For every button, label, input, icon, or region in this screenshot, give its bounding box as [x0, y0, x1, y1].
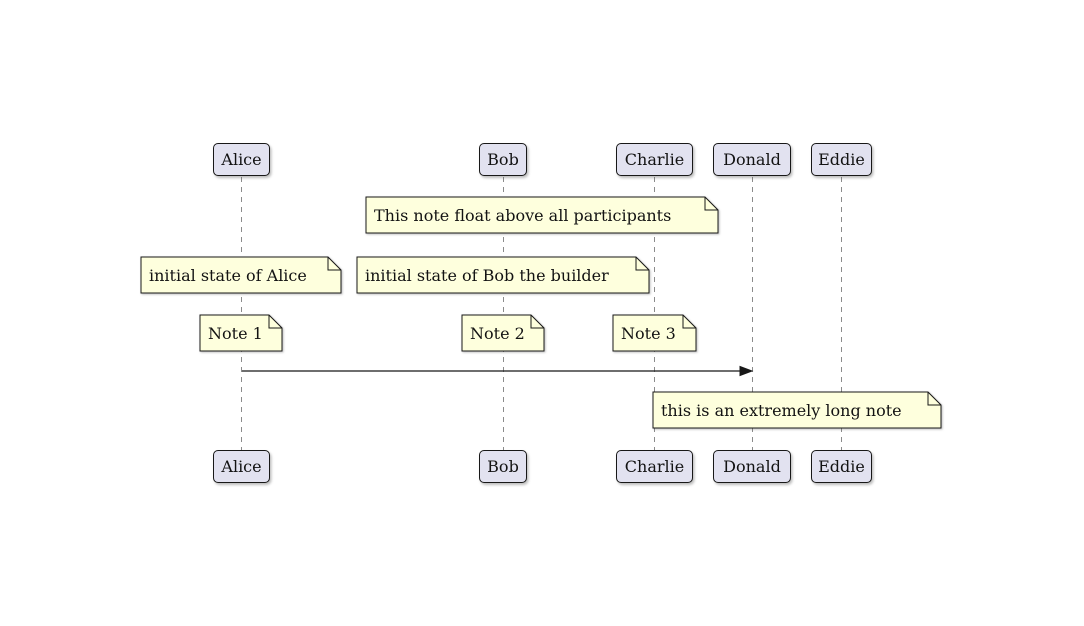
note-initial-bob: initial state of Bob the builder — [356, 256, 650, 294]
participant-alice-bottom: Alice — [213, 450, 270, 483]
participant-bob-top: Bob — [479, 143, 527, 176]
participant-eddie-bottom: Eddie — [811, 450, 872, 483]
participant-label: Eddie — [818, 457, 865, 476]
participant-label: Charlie — [624, 457, 685, 476]
note-fold-icon — [268, 315, 282, 329]
note-long: this is an extremely long note — [652, 391, 942, 429]
note-fold-icon — [682, 315, 696, 329]
note-3: Note 3 — [612, 314, 697, 352]
participant-alice-top: Alice — [213, 143, 270, 176]
message-arrow-alice-to-donald — [242, 365, 754, 377]
note-1: Note 1 — [199, 314, 283, 352]
note-text: this is an extremely long note — [661, 401, 902, 420]
note-fold-icon — [927, 392, 941, 406]
lifeline-eddie — [841, 177, 842, 451]
participant-label: Alice — [221, 457, 262, 476]
note-fold-icon — [327, 257, 341, 271]
participant-charlie-top: Charlie — [616, 143, 693, 176]
note-sheet — [365, 196, 719, 234]
lifeline-donald — [751, 177, 753, 451]
lifeline-alice — [241, 177, 242, 451]
note-fold-icon — [704, 197, 718, 211]
note-text: Note 3 — [621, 324, 676, 343]
note-sheet — [356, 256, 650, 294]
note-text: Note 2 — [470, 324, 525, 343]
participant-donald-top: Donald — [713, 143, 791, 176]
participant-label: Alice — [221, 150, 262, 169]
lifeline-bob — [502, 177, 504, 451]
note-text: initial state of Alice — [149, 266, 307, 285]
participant-label: Charlie — [624, 150, 685, 169]
note-sheet — [461, 314, 545, 352]
note-sheet — [652, 391, 942, 429]
note-text: Note 1 — [208, 324, 263, 343]
note-fold-icon — [635, 257, 649, 271]
participant-charlie-bottom: Charlie — [616, 450, 693, 483]
note-2: Note 2 — [461, 314, 545, 352]
note-text: initial state of Bob the builder — [365, 266, 609, 285]
note-sheet — [140, 256, 342, 294]
participant-label: Eddie — [818, 150, 865, 169]
participant-label: Bob — [487, 150, 519, 169]
note-float-above: This note float above all participants — [365, 196, 719, 234]
note-fold-icon — [530, 315, 544, 329]
note-initial-alice: initial state of Alice — [140, 256, 342, 294]
arrowhead-icon — [739, 365, 754, 377]
participant-eddie-top: Eddie — [811, 143, 872, 176]
note-sheet — [199, 314, 283, 352]
participant-label: Bob — [487, 457, 519, 476]
participant-label: Donald — [723, 150, 781, 169]
lifeline-charlie — [654, 177, 655, 451]
participant-bob-bottom: Bob — [479, 450, 527, 483]
participant-label: Donald — [723, 457, 781, 476]
participant-donald-bottom: Donald — [713, 450, 791, 483]
note-text: This note float above all participants — [374, 206, 671, 225]
note-sheet — [612, 314, 697, 352]
